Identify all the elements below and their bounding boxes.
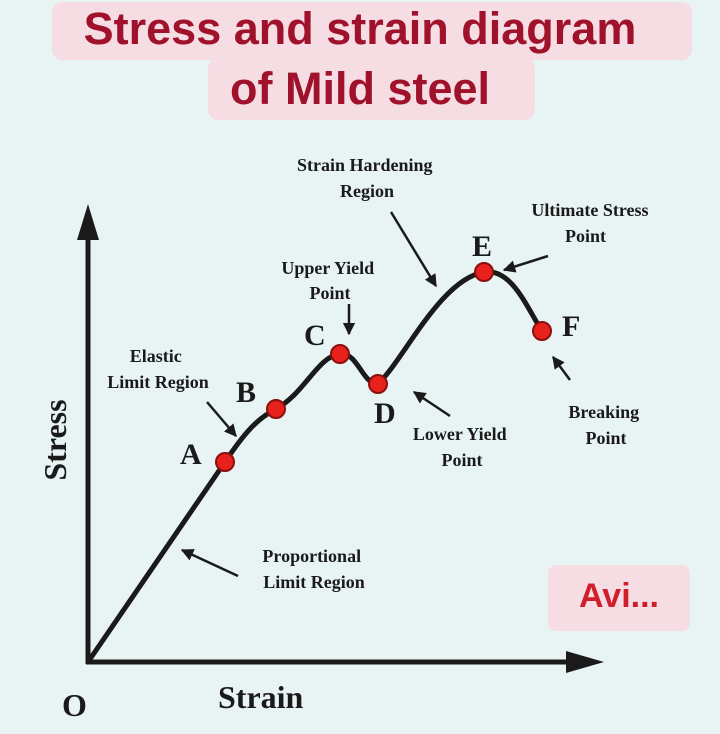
breaking-arrow bbox=[551, 355, 572, 381]
watermark-text: Avi... bbox=[579, 577, 659, 615]
x-axis-label: Strain bbox=[218, 679, 304, 715]
breaking-label: Breaking Point bbox=[568, 402, 643, 448]
point-b-marker bbox=[266, 399, 286, 419]
point-d-label: D bbox=[374, 397, 396, 430]
point-c-marker bbox=[330, 344, 350, 364]
y-axis-arrowhead bbox=[77, 204, 99, 240]
elastic-arrow bbox=[206, 401, 237, 437]
strain-hardening-label: Strain Hardening Region bbox=[297, 155, 437, 201]
y-axis-label: Stress bbox=[37, 399, 73, 480]
title-box-2 bbox=[208, 58, 535, 120]
title-line-2: of Mild steel bbox=[229, 63, 491, 114]
origin-label: O bbox=[62, 687, 87, 723]
title-box-1 bbox=[52, 2, 692, 60]
upper-yield-label: Upper Yield Point bbox=[281, 258, 378, 303]
point-e-label: E bbox=[472, 230, 492, 263]
watermark-badge: Avi... bbox=[548, 565, 690, 631]
point-f-label: F bbox=[562, 310, 580, 343]
point-a-marker bbox=[215, 452, 235, 472]
proportional-arrow bbox=[180, 548, 239, 578]
strain-hardening-arrow bbox=[389, 211, 438, 288]
ultimate-arrow bbox=[502, 254, 549, 273]
point-a-label: A bbox=[180, 438, 202, 471]
point-d-marker bbox=[368, 374, 388, 394]
point-c-label: C bbox=[304, 319, 326, 352]
lower-yield-label: Lower Yield Point bbox=[413, 424, 511, 470]
point-e-marker bbox=[474, 262, 494, 282]
point-f-marker bbox=[532, 321, 552, 341]
elastic-label: Elastic Limit Region bbox=[107, 346, 209, 392]
point-b-label: B bbox=[236, 376, 256, 409]
x-axis-arrowhead bbox=[566, 651, 604, 673]
lower-yield-arrow bbox=[412, 390, 451, 418]
title-line-1: Stress and strain diagram bbox=[83, 3, 637, 54]
ultimate-label: Ultimate Stress Point bbox=[531, 200, 653, 246]
proportional-label: Proportional Limit Region bbox=[262, 546, 365, 592]
